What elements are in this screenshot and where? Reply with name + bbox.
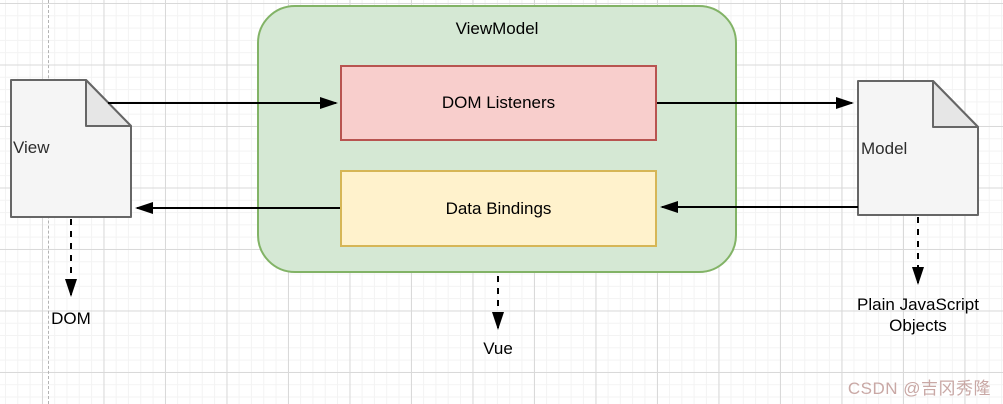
dom-caption: DOM [51,309,91,328]
plain-javascript-objects-caption: Plain JavaScript Objects [857,295,979,335]
view-document-fold [85,79,132,127]
page-guide-line [48,0,49,404]
dom-listeners-label: DOM Listeners [441,93,556,112]
model-document-fold [932,80,979,128]
data-bindings-label: Data Bindings [445,198,552,218]
vue-caption: Vue [483,339,513,358]
dom-listeners-box: DOM Listeners [340,65,657,141]
csdn-watermark: CSDN @吉冈秀隆 [847,379,991,398]
data-bindings-box: Data Bindings [340,170,657,247]
model-document-label: Model [861,139,908,158]
view-document-label: View [13,138,50,157]
viewmodel-title: ViewModel [455,19,539,38]
